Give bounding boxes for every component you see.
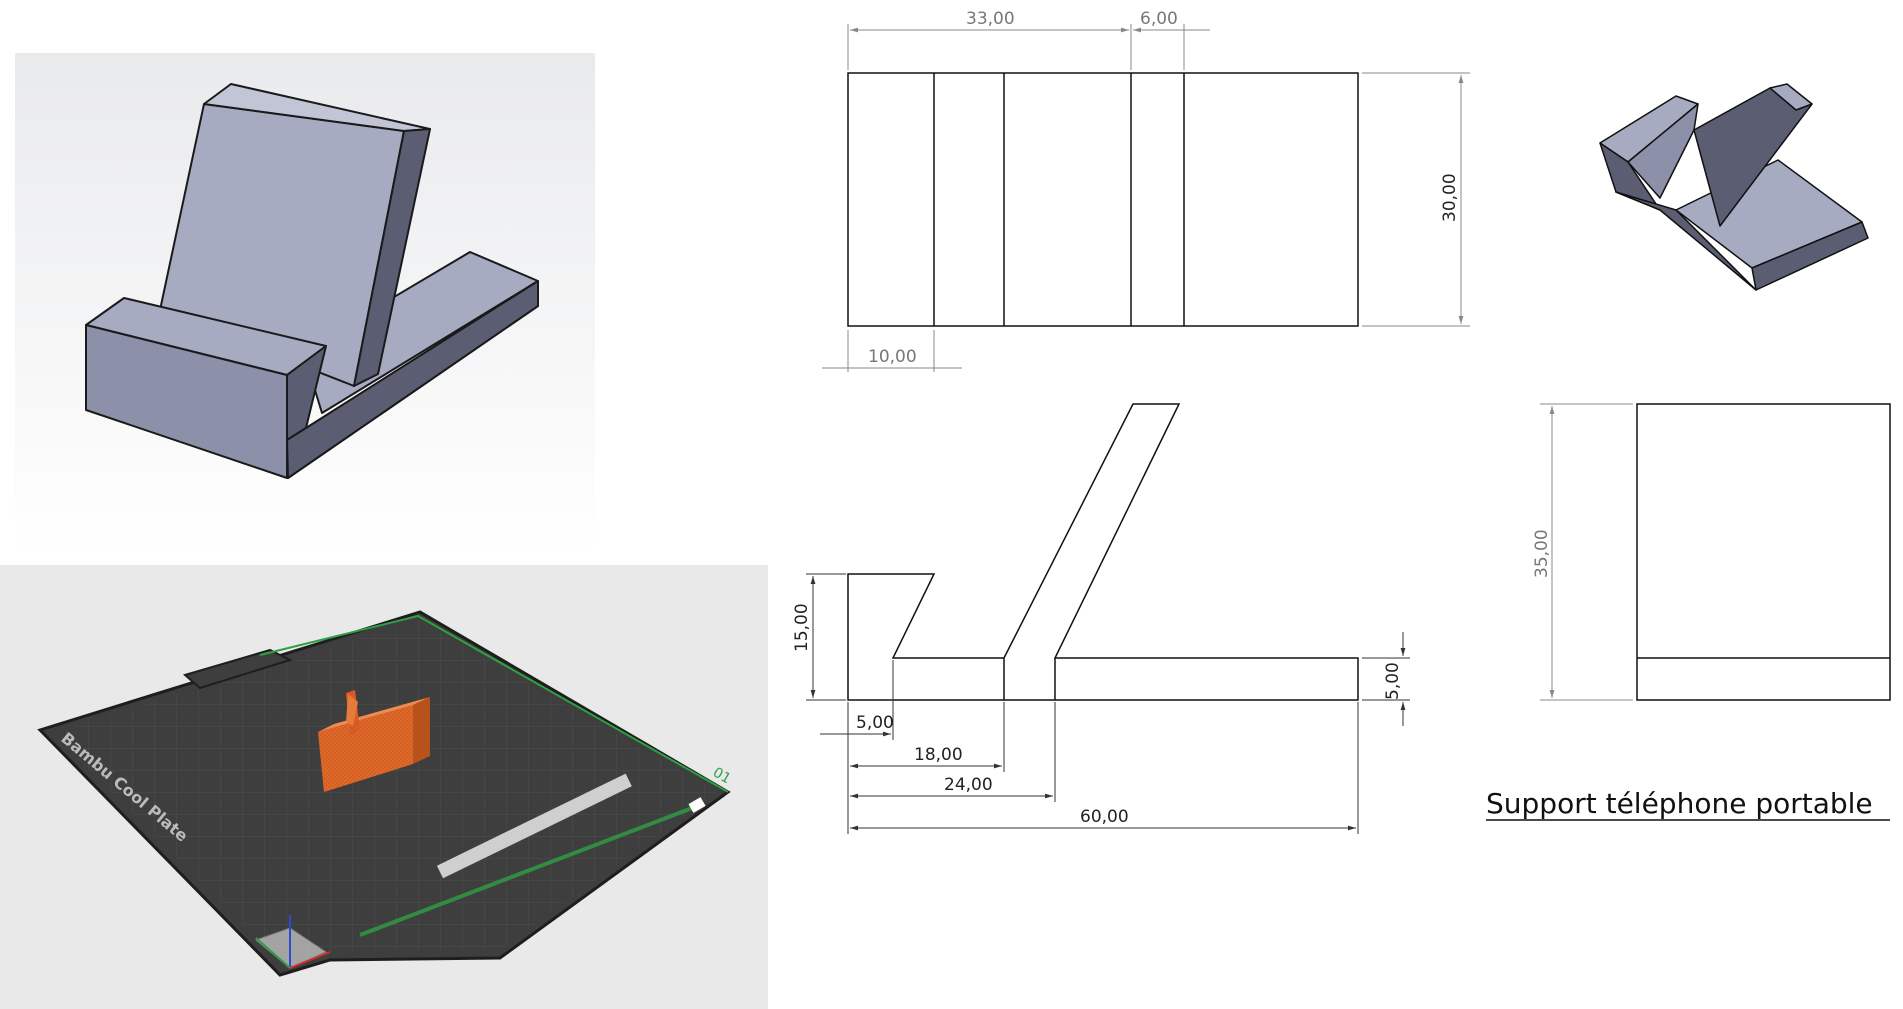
plate-green-edge-top	[259, 614, 729, 793]
drawing-title: Support téléphone portable	[1486, 787, 1873, 820]
dim-label-5-offset: 5,00	[856, 713, 894, 733]
dim-label-60: 60,00	[1080, 807, 1129, 827]
dim-label-15: 15,00	[792, 603, 812, 652]
slicer-preview: Bambu Cool Plate 01	[0, 565, 768, 1009]
dim-label-35: 35,00	[1532, 529, 1552, 578]
iso-backrest-top	[1769, 83, 1813, 111]
cad-3d-render	[15, 53, 595, 556]
plate-green-edge-bottom	[359, 803, 701, 937]
build-plate[interactable]: Bambu Cool Plate 01	[37, 610, 733, 977]
axis-gizmo	[254, 915, 331, 969]
iso-base-front	[1615, 191, 1757, 291]
axis-x	[289, 951, 331, 969]
plate-tab	[182, 648, 293, 690]
small-isometric-view	[1599, 83, 1869, 291]
sliced-part[interactable]	[318, 690, 430, 792]
dim-label-24: 24,00	[944, 775, 993, 795]
part-front-hatch	[318, 705, 413, 792]
dim-label-18: 18,00	[914, 745, 963, 765]
top-view	[847, 72, 1359, 327]
part-backrest-tip	[346, 694, 358, 726]
front-view	[847, 403, 1359, 701]
front-view-profile	[847, 403, 1359, 701]
plate-strip	[436, 773, 632, 879]
dim-label-33: 33,00	[966, 9, 1015, 29]
dim-label-10: 10,00	[868, 347, 917, 367]
dim-label-30: 30,00	[1440, 173, 1460, 222]
dim-label-6: 6,00	[1140, 9, 1178, 29]
front-view-dimensions	[806, 573, 1410, 834]
side-view-dimensions	[1540, 403, 1633, 701]
plate-number: 01	[710, 765, 733, 788]
axis-y	[255, 937, 291, 969]
backrest-side-face	[353, 128, 431, 387]
dim-label-5-thickness: 5,00	[1383, 662, 1403, 700]
iso-slot-inner	[1627, 103, 1699, 199]
top-view-outline	[847, 72, 1359, 327]
part-side-face	[413, 697, 430, 764]
base-front-face	[286, 280, 539, 479]
phone-stand-3d-model	[85, 83, 539, 479]
iso-base-side	[1751, 221, 1869, 291]
top-view-dimensions	[822, 24, 1470, 372]
side-view	[1636, 403, 1891, 701]
part-top-face	[318, 697, 430, 732]
plate-grid	[52, 620, 716, 968]
plate-corner-marker	[688, 797, 706, 813]
side-view-outline	[1636, 403, 1891, 701]
